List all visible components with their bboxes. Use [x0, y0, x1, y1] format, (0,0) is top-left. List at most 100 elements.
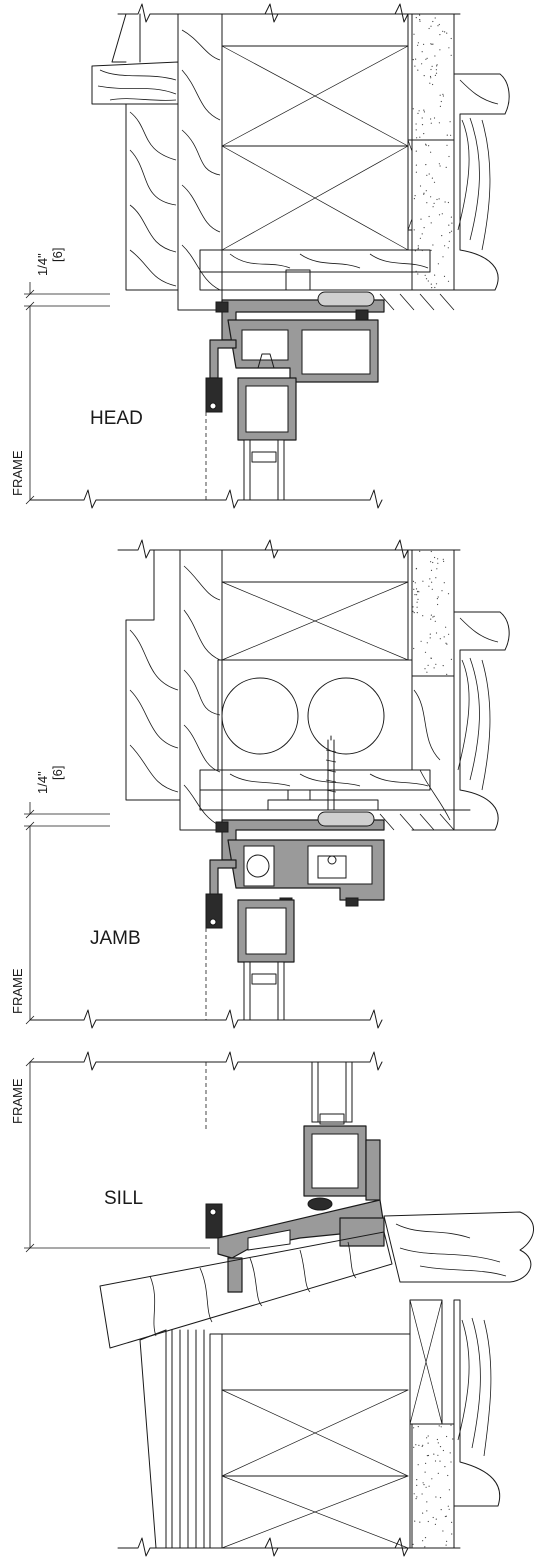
head-frame-bottom-board [199, 249, 471, 291]
concrete-speck [434, 1460, 437, 1462]
concrete-speck [439, 105, 441, 107]
head-break-line-bottom [29, 489, 383, 509]
jamb-interior-casing [125, 549, 181, 801]
concrete-speck [447, 593, 450, 595]
concrete-speck [432, 1516, 434, 1519]
concrete-speck [417, 1426, 419, 1428]
concrete-speck [447, 1474, 449, 1477]
concrete-speck [450, 54, 452, 56]
concrete-speck [446, 643, 448, 645]
concrete-speck [416, 137, 418, 139]
concrete-speck [449, 232, 451, 234]
concrete-speck [419, 14, 421, 16]
concrete-speck [415, 588, 418, 590]
concrete-speck [430, 569, 433, 572]
concrete-speck [436, 65, 438, 67]
concrete-speck [423, 227, 425, 229]
concrete-speck [414, 1520, 416, 1522]
concrete-speck [412, 108, 414, 110]
concrete-speck [444, 245, 446, 247]
concrete-speck [427, 1520, 429, 1523]
concrete-speck [434, 286, 436, 289]
concrete-speck [434, 556, 436, 559]
sill-label: SILL [104, 1188, 143, 1209]
concrete-speck [436, 64, 438, 66]
jamb-drip-edge [379, 813, 455, 831]
concrete-speck [422, 580, 424, 582]
concrete-speck [415, 568, 417, 570]
concrete-speck [439, 49, 441, 51]
concrete-speck [437, 25, 439, 27]
sill-aluminum-frame [217, 1199, 385, 1293]
head-handle-bracket [205, 377, 223, 413]
concrete-speck [448, 47, 450, 49]
concrete-speck [450, 230, 453, 232]
concrete-speck [448, 155, 450, 158]
head-dimension [24, 282, 110, 505]
concrete-speck [432, 43, 434, 45]
head-header-beam [221, 13, 409, 251]
concrete-speck [439, 34, 441, 36]
concrete-speck [426, 174, 428, 176]
head-jack-stud-left [125, 103, 179, 291]
concrete-speck [448, 1489, 450, 1491]
concrete-speck [414, 65, 416, 67]
concrete-speck [430, 118, 432, 120]
concrete-speck [415, 1498, 417, 1500]
concrete-speck [436, 598, 438, 600]
jamb-dim-frame: FRAME [10, 968, 25, 1014]
concrete-speck [422, 1512, 424, 1514]
jamb-dim-fraction: 1/4" [35, 771, 50, 794]
concrete-speck [430, 222, 432, 224]
jamb-handle-bracket [205, 893, 223, 929]
sill-break-line-top [29, 1051, 383, 1071]
concrete-speck [432, 616, 434, 618]
concrete-speck [413, 1493, 415, 1495]
concrete-speck [412, 610, 414, 613]
concrete-speck [439, 1497, 442, 1499]
concrete-speck [445, 166, 447, 168]
concrete-speck [426, 1501, 428, 1503]
concrete-speck [445, 1515, 447, 1517]
concrete-speck [434, 620, 436, 622]
concrete-speck [433, 202, 435, 204]
concrete-speck [431, 177, 433, 179]
concrete-speck [446, 134, 448, 136]
concrete-speck [443, 560, 445, 563]
concrete-speck [419, 136, 421, 138]
sill-interior-stool [383, 1211, 534, 1283]
concrete-speck [435, 663, 437, 665]
concrete-speck [425, 144, 427, 146]
sill-break-line-bottom [117, 1537, 461, 1557]
concrete-speck [434, 1523, 436, 1525]
concrete-speck [432, 206, 434, 208]
concrete-speck [415, 58, 417, 60]
concrete-speck [446, 32, 448, 34]
concrete-speck [427, 1454, 430, 1457]
concrete-speck [445, 626, 447, 628]
concrete-speck [429, 578, 431, 580]
concrete-speck [417, 598, 419, 601]
concrete-speck [439, 1460, 441, 1462]
concrete-speck [428, 585, 430, 587]
concrete-speck [421, 117, 423, 119]
concrete-speck [430, 249, 432, 251]
concrete-speck [431, 588, 433, 590]
concrete-speck [447, 280, 450, 282]
jamb-label: JAMB [90, 928, 141, 949]
concrete-speck [442, 558, 444, 560]
concrete-speck [427, 280, 429, 282]
concrete-speck [438, 1425, 440, 1427]
concrete-speck [427, 1435, 429, 1437]
concrete-speck [415, 17, 417, 19]
concrete-speck [432, 83, 434, 86]
concrete-speck [415, 129, 417, 131]
jamb-gasket-right [345, 897, 359, 907]
sill-dim-frame: FRAME [10, 1078, 25, 1124]
concrete-speck [423, 109, 425, 111]
concrete-speck [430, 550, 432, 553]
concrete-speck [438, 122, 440, 124]
concrete-speck [423, 111, 425, 113]
head-aluminum-frame [209, 299, 385, 383]
